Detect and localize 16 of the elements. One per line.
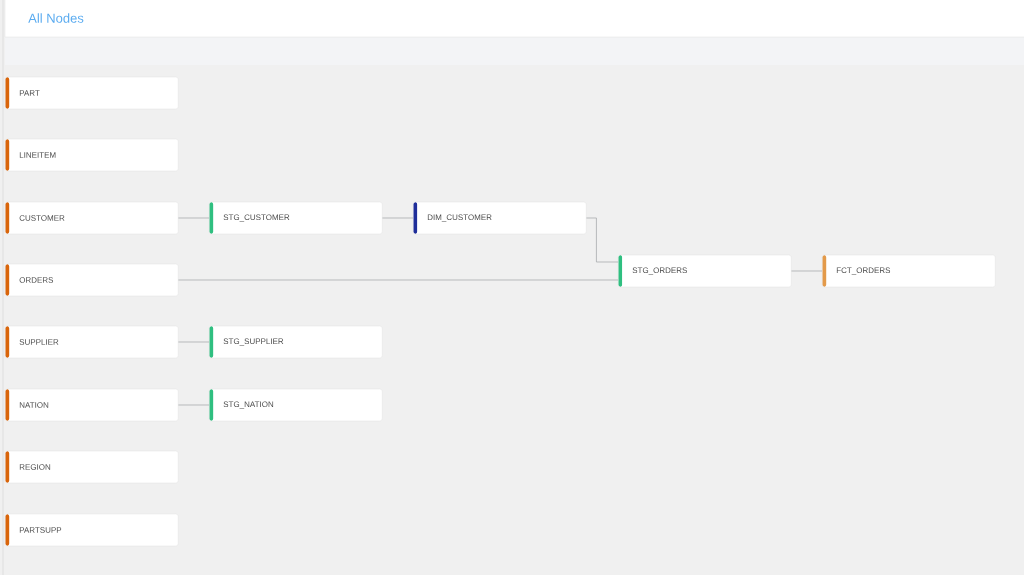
model-box: FCT_ORDERS bbox=[822, 254, 996, 288]
model-box: DIM_CUSTOMER bbox=[413, 201, 587, 235]
model-box: PART bbox=[5, 76, 179, 110]
model-box: SUPPLIER bbox=[5, 325, 179, 359]
model-box: REGION bbox=[5, 450, 179, 484]
model-box: STG_NATION bbox=[209, 388, 383, 422]
model-box: LINEITEM bbox=[5, 138, 179, 172]
model-box: STG_CUSTOMER bbox=[209, 201, 383, 235]
model-box: STG_SUPPLIER bbox=[209, 325, 383, 359]
model-box: CUSTOMER bbox=[5, 201, 179, 235]
model-box: NATION bbox=[5, 388, 179, 422]
page-title: All Nodes bbox=[28, 13, 84, 23]
model-box: ORDERS bbox=[5, 263, 179, 297]
model-box: PARTSUPP bbox=[5, 513, 179, 547]
model-box: STG_ORDERS bbox=[618, 254, 792, 288]
connector-line bbox=[586, 217, 619, 263]
